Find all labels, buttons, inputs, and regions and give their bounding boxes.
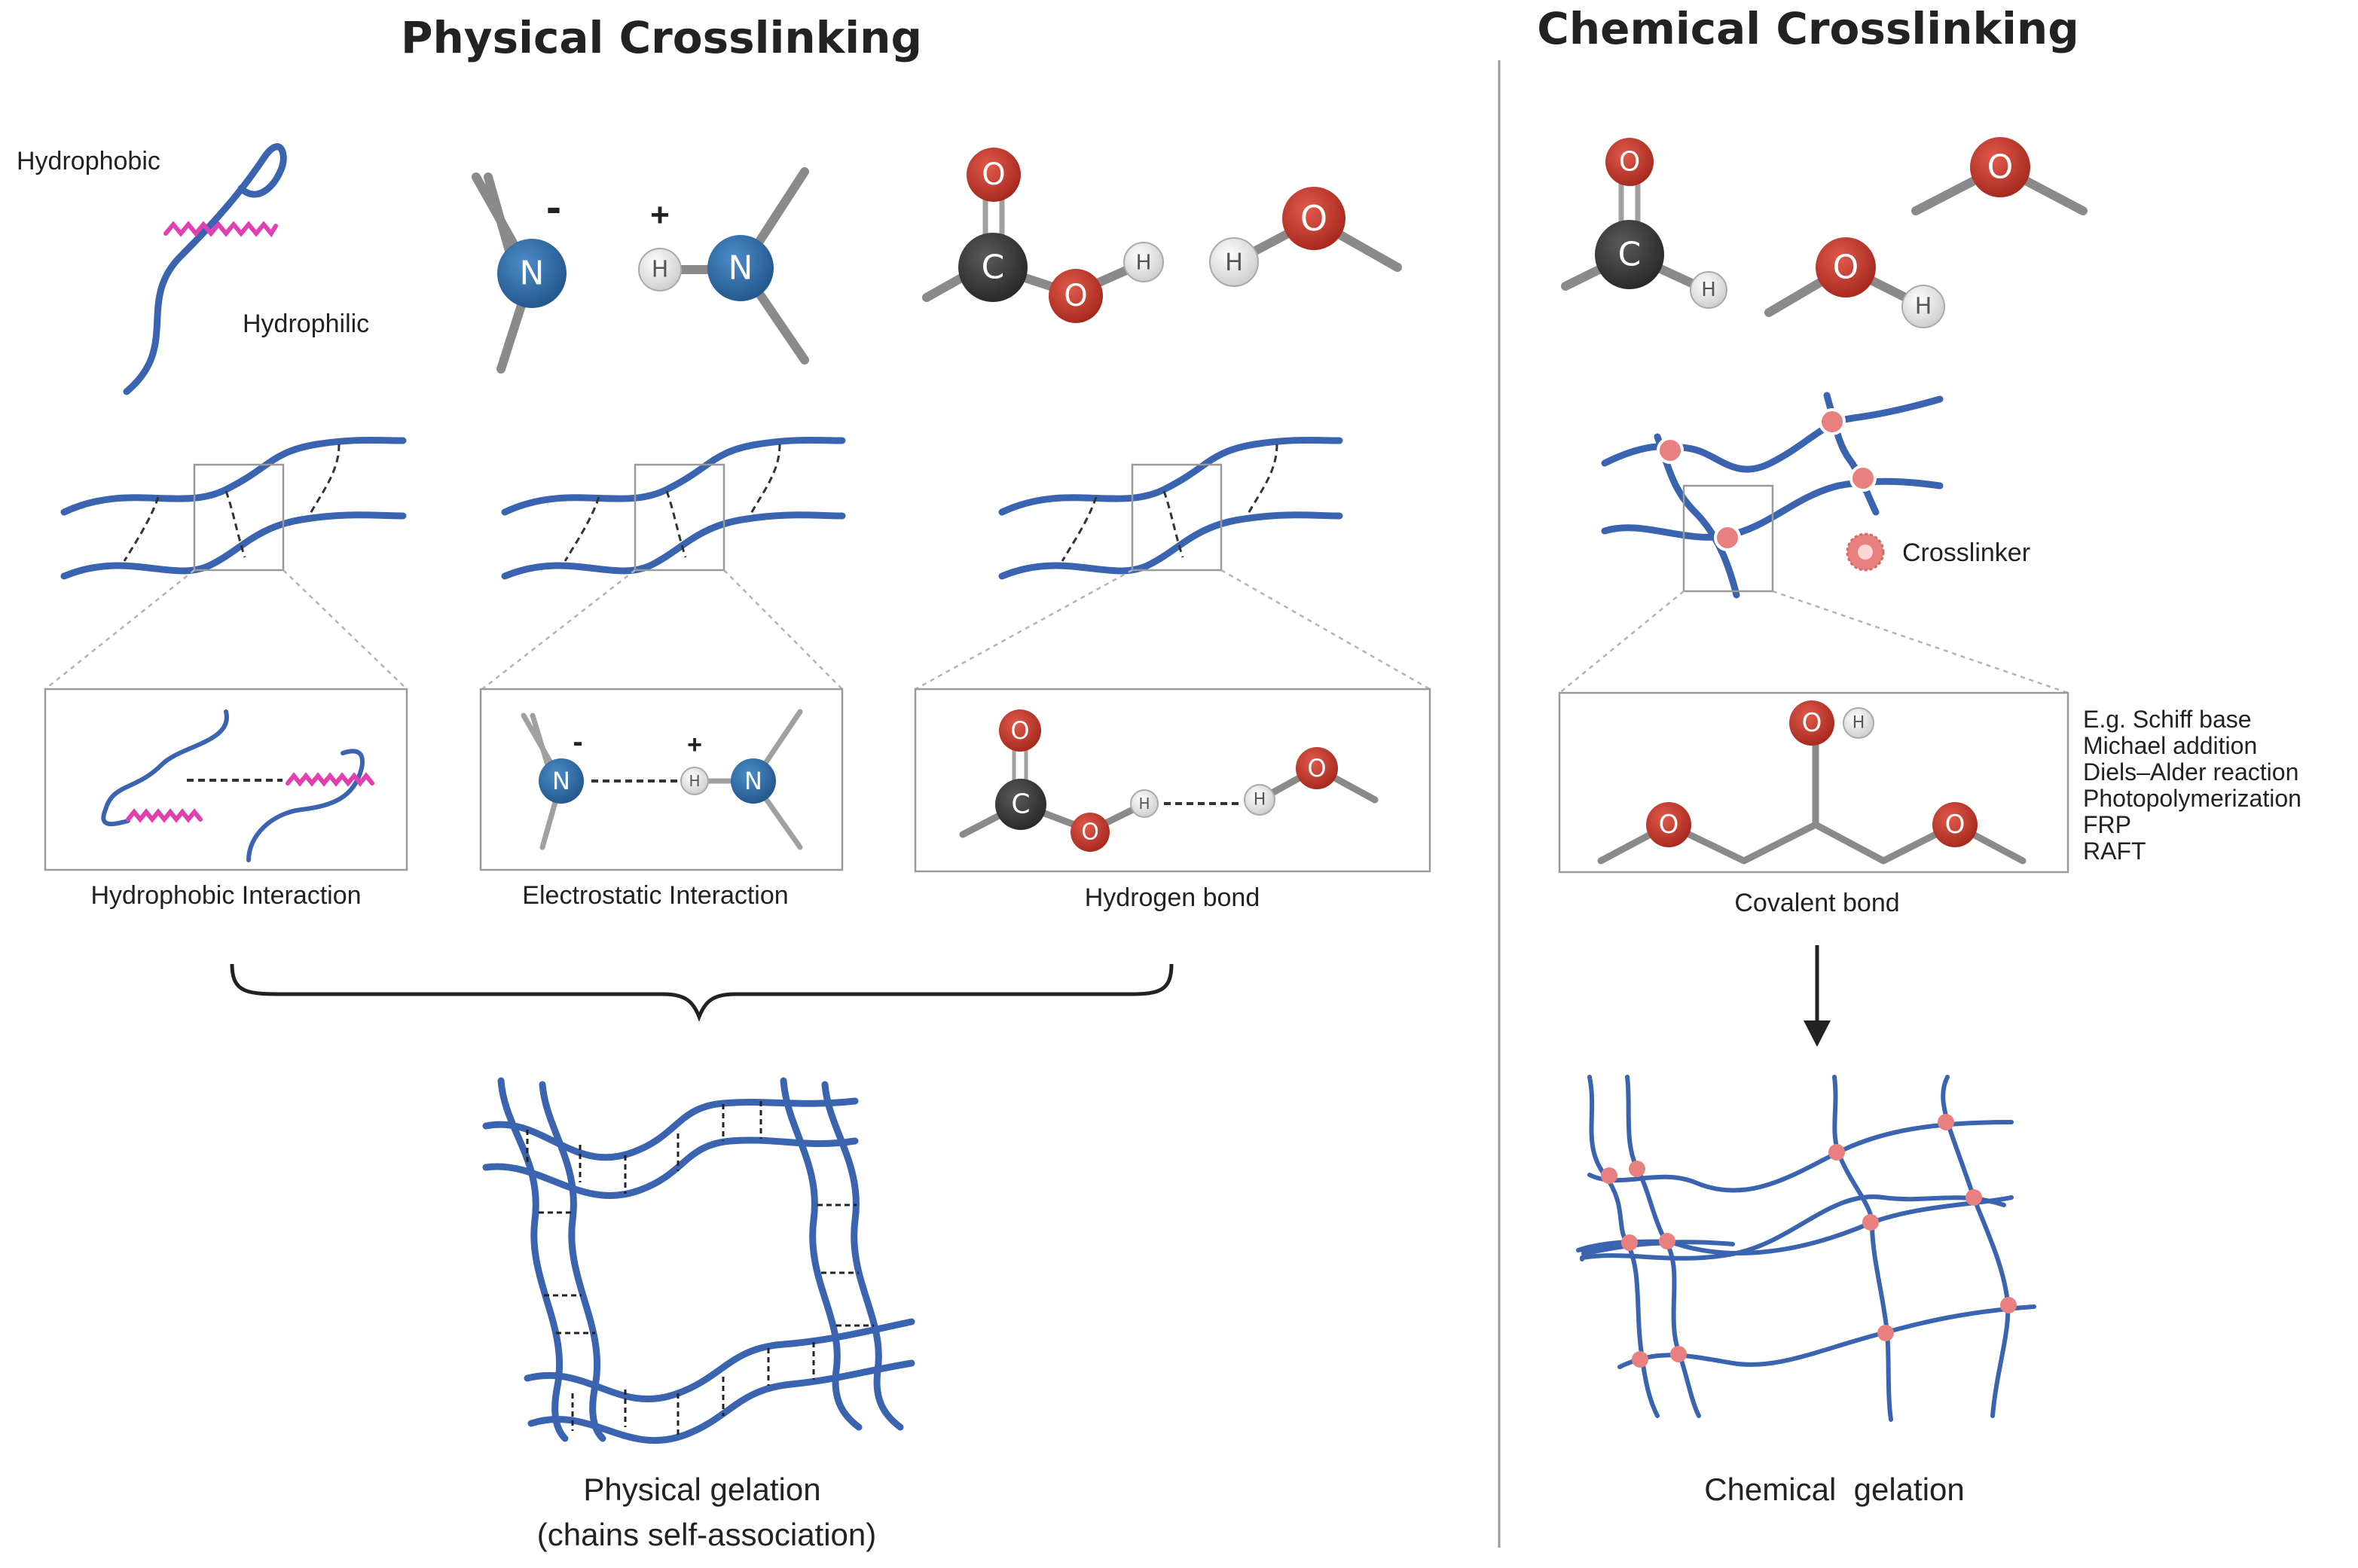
zoom-guides-physical	[44, 569, 1431, 691]
crosslinker-label: Crosslinker	[1902, 538, 2030, 567]
svg-text:H: H	[1701, 279, 1716, 301]
svg-text:O: O	[982, 157, 1005, 192]
electrostatic-interaction-box	[479, 688, 844, 871]
svg-text:H: H	[652, 257, 669, 283]
amphiphilic-polymer-icon	[123, 143, 287, 395]
covalent-bond-detail: O O O H	[1597, 700, 2027, 865]
detail-positive-sign: +	[687, 731, 702, 759]
svg-text:O: O	[1802, 708, 1822, 738]
electrostatic-chain-pair	[501, 436, 846, 580]
svg-text:H: H	[1915, 294, 1932, 320]
svg-text:H: H	[689, 772, 700, 790]
hydrophilic-label: Hydrophilic	[243, 310, 369, 338]
hydrophobic-interaction-box	[44, 688, 408, 871]
physical-gel-network	[482, 1077, 915, 1444]
physical-crosslinking-title: Physical Crosslinking	[401, 12, 922, 63]
svg-text:O: O	[1945, 810, 1966, 840]
hydrogen-bond-caption: Hydrogen bond	[1085, 883, 1260, 912]
svg-text:O: O	[1619, 147, 1640, 178]
down-arrow-icon	[1804, 945, 1831, 1047]
svg-text:O: O	[1659, 810, 1679, 840]
svg-text:H: H	[1852, 714, 1865, 733]
svg-text:C: C	[1618, 236, 1642, 274]
svg-text:O: O	[1081, 819, 1099, 846]
chemical-crosslinking-title: Chemical Crosslinking	[1537, 3, 2079, 54]
reaction-list: E.g. Schiff base Michael addition Diels–…	[2083, 706, 2301, 865]
reaction-item: FRP	[2083, 811, 2131, 838]
hydroxyl-group-icon: H O	[1209, 187, 1402, 287]
covalent-bond-box	[1558, 691, 2069, 874]
svg-text:H: H	[1254, 791, 1266, 810]
hydrophobic-label: Hydrophobic	[17, 147, 160, 175]
svg-text:O: O	[1010, 716, 1029, 745]
hydrogen-bond-detail: O C O H H O	[959, 709, 1379, 852]
svg-text:O: O	[1833, 249, 1859, 287]
cation-nitrogen-icon: H N	[638, 167, 809, 365]
aldehyde-group-icon: O C H	[1561, 138, 1727, 309]
hydrogen-bond-chain-pair	[998, 436, 1343, 580]
hydrophobic-interaction-caption: Hydrophobic Interaction	[90, 881, 361, 910]
svg-text:C: C	[1011, 789, 1030, 820]
reaction-item: Diels–Alder reaction	[2083, 758, 2298, 786]
negative-charge-sign: -	[546, 182, 561, 232]
hydrogen-bond-box	[914, 688, 1431, 873]
hydrophobic-chain-pair	[60, 436, 407, 580]
hydrophobic-interaction-detail	[101, 709, 374, 862]
chemical-gel-network	[1576, 1075, 2036, 1422]
svg-text:H: H	[1138, 795, 1150, 813]
svg-text:C: C	[982, 249, 1005, 287]
covalent-bond-caption: Covalent bond	[1734, 889, 1899, 917]
chemical-chain-network	[1601, 392, 1944, 599]
svg-text:N: N	[520, 255, 545, 293]
positive-charge-sign: +	[650, 197, 670, 233]
svg-text:O: O	[1300, 198, 1327, 239]
svg-text:N: N	[552, 767, 570, 795]
reaction-item: Photopolymerization	[2083, 785, 2301, 812]
svg-text:H: H	[1135, 250, 1151, 275]
electrostatic-interaction-detail: N H N	[521, 709, 803, 850]
reaction-item: RAFT	[2083, 837, 2146, 865]
electrostatic-interaction-caption: Electrostatic Interaction	[522, 881, 788, 910]
reaction-item: E.g. Schiff base	[2083, 706, 2252, 733]
chemical-gelation-label: Chemical gelation	[1704, 1472, 1965, 1507]
svg-text:N: N	[744, 767, 762, 795]
svg-text:N: N	[728, 249, 753, 288]
ether-group-icon: O	[1911, 137, 2088, 215]
grouping-brace	[230, 963, 1174, 1022]
svg-text:O: O	[1987, 148, 2014, 187]
hydroxyl-group-icon-chemical: O H	[1764, 237, 1945, 328]
anion-nitrogen-icon: N	[472, 172, 567, 374]
crosslinker-legend-icon	[1846, 532, 1885, 572]
physical-gelation-sublabel: (chains self-association)	[537, 1517, 877, 1552]
detail-negative-sign: -	[573, 725, 582, 758]
physical-gelation-label: Physical gelation	[583, 1472, 820, 1507]
carboxyl-group-icon: O C O H	[922, 148, 1164, 323]
zoom-guides-chemical	[1559, 590, 2069, 694]
svg-text:O: O	[1064, 279, 1087, 313]
reaction-item: Michael addition	[2083, 732, 2257, 759]
svg-text:O: O	[1307, 754, 1326, 782]
svg-text:H: H	[1225, 248, 1243, 276]
